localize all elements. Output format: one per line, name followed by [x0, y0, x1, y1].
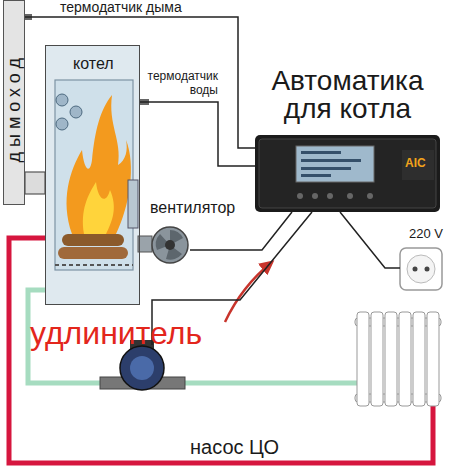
socket-face	[407, 255, 435, 283]
firewood-log	[62, 234, 124, 246]
flue-tube	[56, 118, 68, 130]
radiator-section	[357, 312, 369, 406]
lcd-line	[301, 151, 341, 154]
radiator-section	[371, 312, 383, 406]
radiator-section	[399, 312, 411, 406]
controller-body	[255, 135, 440, 212]
callout-label: удлинитель	[30, 316, 202, 351]
controller-panel	[259, 139, 436, 208]
node-label: 220 V	[409, 227, 443, 241]
lcd-line	[301, 167, 351, 170]
flue-tube	[56, 94, 68, 106]
control-wire	[190, 212, 292, 250]
fan-duct	[138, 236, 152, 252]
firewood-log	[58, 247, 128, 259]
button	[347, 193, 353, 199]
lcd-line	[301, 159, 361, 162]
node-label: котел	[73, 55, 114, 73]
pump-cover	[130, 356, 154, 380]
socket-hole	[413, 267, 418, 272]
flue-tube	[70, 106, 82, 118]
boiler: котел	[45, 45, 140, 305]
logo-plate	[402, 150, 434, 180]
firebox	[55, 80, 133, 270]
node-label: дымоход	[5, 53, 25, 163]
brand-logo: AIC	[405, 157, 426, 170]
fan-blades	[156, 230, 183, 260]
radiator-section	[413, 312, 425, 406]
node-label: насос ЦО	[190, 436, 279, 458]
radiator-section	[427, 312, 439, 406]
lcd-screen	[296, 146, 374, 182]
radiator-section	[385, 312, 397, 406]
button	[367, 193, 373, 199]
sensor-label: термодатчик воды	[142, 70, 218, 98]
button	[312, 193, 318, 199]
pointer-arrow	[225, 262, 272, 322]
water-sensor	[140, 99, 149, 105]
flue-connector	[25, 172, 45, 194]
chimney-pipe: дымоход	[3, 0, 25, 205]
socket-plate	[400, 248, 442, 290]
circulation-pump: насос ЦО	[100, 345, 185, 390]
fan-hub	[165, 240, 175, 250]
flame-core	[83, 182, 114, 234]
fan-housing	[152, 227, 188, 263]
boiler-controller: Автоматика для котла	[255, 135, 440, 212]
blower-fan: вентилятор	[148, 226, 190, 264]
control-wire	[140, 102, 255, 166]
smoke-sensor	[25, 14, 32, 20]
flame	[67, 95, 131, 234]
device-heading: Автоматика для котла	[250, 67, 445, 123]
control-wire	[25, 17, 255, 148]
control-wire	[340, 212, 400, 268]
grate	[55, 264, 133, 266]
boiler-body	[45, 45, 140, 305]
boiler-door	[128, 180, 138, 228]
lcd-line	[301, 174, 331, 177]
pump-body	[120, 346, 164, 390]
sensor-label: термодатчик дыма	[60, 0, 182, 15]
node-label: вентилятор	[150, 199, 235, 217]
button	[297, 193, 303, 199]
power-socket: 220 V	[400, 248, 442, 290]
socket-hole	[425, 267, 430, 272]
button	[327, 193, 333, 199]
